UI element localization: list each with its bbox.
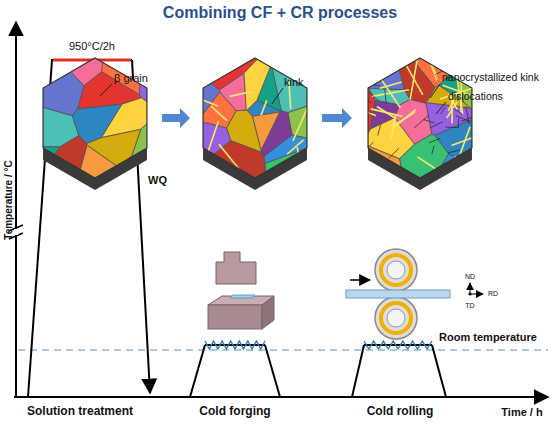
label: Solution treatment bbox=[27, 405, 133, 418]
label: WQ bbox=[148, 174, 167, 186]
label: Cold rolling bbox=[367, 405, 434, 418]
label: dislocations bbox=[448, 91, 503, 103]
label: 950°C/2h bbox=[69, 40, 115, 52]
process-arrow bbox=[322, 108, 352, 128]
leader-line bbox=[272, 88, 283, 104]
grain-hexagon bbox=[181, 58, 315, 190]
label: β grain bbox=[114, 72, 148, 84]
grain-hexagon bbox=[35, 58, 155, 190]
label: Temperature / °C bbox=[3, 160, 14, 239]
label: Room temperature bbox=[439, 331, 537, 343]
axes bbox=[9, 22, 548, 398]
label: ND bbox=[465, 273, 475, 281]
label: Cold forging bbox=[199, 405, 270, 418]
label: TD bbox=[465, 302, 474, 310]
label: Time / h bbox=[501, 406, 542, 418]
leader-line bbox=[430, 84, 440, 98]
temperature-profile bbox=[28, 60, 446, 397]
leader-line bbox=[436, 102, 446, 114]
process-arrow bbox=[162, 108, 190, 128]
label: RD bbox=[488, 290, 498, 298]
room-temperature-line bbox=[18, 349, 548, 351]
label: nanocrystallized kink bbox=[442, 72, 539, 84]
leader-line bbox=[100, 84, 112, 96]
title: Combining CF + CR processes bbox=[163, 4, 397, 22]
rolling-mill bbox=[346, 249, 483, 339]
label: kink bbox=[284, 76, 304, 88]
forging-press bbox=[208, 252, 274, 329]
